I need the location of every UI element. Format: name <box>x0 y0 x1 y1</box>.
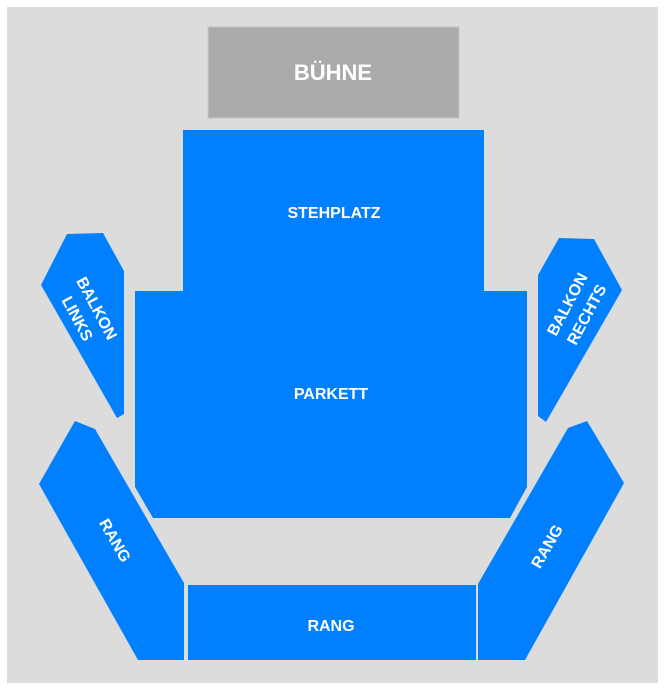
section-balkon-links[interactable]: BALKON LINKS <box>41 233 124 418</box>
section-rang-mitte[interactable]: RANG <box>188 585 476 660</box>
rang-mitte-area[interactable] <box>188 585 476 660</box>
section-balkon-rechts[interactable]: BALKON RECHTS <box>538 238 622 422</box>
stehplatz-area[interactable] <box>183 130 484 291</box>
stage: BÜHNE <box>207 26 460 119</box>
rang-links-area[interactable] <box>39 421 184 660</box>
parkett-area[interactable] <box>135 291 527 518</box>
section-parkett[interactable]: PARKETT <box>135 291 527 518</box>
balkon-rechts-area[interactable] <box>538 238 622 422</box>
stage-area <box>207 26 460 119</box>
rang-rechts-area[interactable] <box>478 421 624 660</box>
section-stehplatz[interactable]: STEHPLATZ <box>183 130 484 291</box>
balkon-links-area[interactable] <box>41 233 124 418</box>
